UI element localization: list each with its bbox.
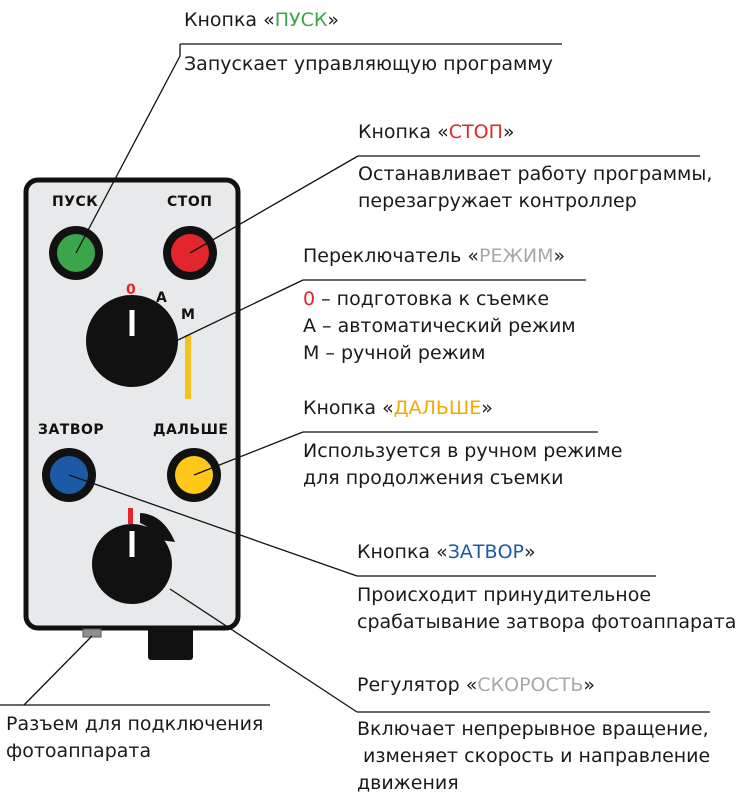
callout-zatvor-name: ЗАТВОР — [447, 541, 524, 563]
callout-rezhim-line1: 0 – подготовка к съемке — [303, 286, 549, 313]
callout-dalshe-prefix: Кнопка « — [303, 397, 394, 419]
callout-skorost-title: Регулятор «СКОРОСТЬ» — [357, 672, 595, 699]
callout-pusk-prefix: Кнопка « — [184, 9, 275, 31]
label-mode-zero: 0 — [126, 282, 137, 298]
callout-zatvor-desc1: Происходит принудительное — [357, 584, 652, 606]
callout-pusk-title: Кнопка «ПУСК» — [184, 7, 339, 34]
mode-manual-indicator-bar — [185, 335, 191, 399]
callout-stop-name: СТОП — [448, 121, 503, 143]
callout-zatvor-title: Кнопка «ЗАТВОР» — [357, 539, 536, 566]
leader-rezhim — [177, 279, 304, 341]
leader-lines — [0, 43, 710, 713]
leader-dalshe — [193, 431, 304, 476]
callout-dalshe-suffix: » — [481, 397, 493, 419]
label-mode-m: М — [181, 307, 196, 323]
label-mode-a: А — [156, 290, 168, 306]
callout-skorost-prefix: Регулятор « — [357, 674, 478, 696]
callout-dalshe-desc1: Используется в ручном режиме — [303, 440, 623, 462]
callout-stop-desc1: Останавливает работу программы, — [358, 163, 713, 185]
callout-razem-desc2: фотоаппарата — [6, 740, 152, 762]
callout-stop-suffix: » — [502, 121, 515, 143]
callout-zatvor-suffix: » — [523, 541, 536, 563]
callout-dalshe-title: Кнопка «ДАЛЬШЕ» — [303, 395, 493, 422]
callout-zatvor-desc2: срабатывание затвора фотоаппарата — [357, 611, 737, 633]
callout-stop-prefix: Кнопка « — [358, 121, 449, 143]
callout-dalshe-name: ДАЛЬШЕ — [393, 397, 482, 419]
cable-plug — [148, 626, 193, 660]
leader-pusk — [75, 44, 181, 254]
callout-rezhim-zero: 0 — [303, 288, 316, 310]
label-stop: СТОП — [167, 194, 213, 210]
leader-stop — [189, 155, 359, 254]
callout-stop-title: Кнопка «СТОП» — [358, 119, 515, 146]
speed-zero-mark — [128, 508, 133, 524]
callout-skorost-suffix: » — [583, 674, 596, 696]
speed-scale-wedge-icon — [140, 513, 175, 542]
callout-rezhim-title: Переключатель «РЕЖИМ» — [303, 243, 565, 270]
label-zatvor: ЗАТВОР — [38, 422, 105, 438]
callout-rezhim-line2: А – автоматический режим — [303, 315, 576, 337]
callout-rezhim-name: РЕЖИМ — [478, 245, 554, 267]
callout-dalshe-desc2: для продолжения съемки — [303, 467, 564, 489]
callout-pusk-suffix: » — [327, 9, 339, 31]
callout-pusk-name: ПУСК — [274, 9, 328, 31]
callout-skorost-desc3: движения — [357, 772, 459, 794]
callout-stop-desc2: перезагружает контроллер — [358, 190, 637, 212]
label-pusk: ПУСК — [52, 194, 99, 210]
callout-zatvor-prefix: Кнопка « — [357, 541, 448, 563]
callout-skorost-desc1: Включает непрерывное вращение, — [357, 718, 709, 740]
leader-razem — [23, 635, 93, 706]
callout-skorost-name: СКОРОСТЬ — [477, 674, 584, 696]
callout-rezhim-suffix: » — [553, 245, 566, 267]
callout-rezhim-line1-rest: – подготовка к съемке — [315, 288, 550, 310]
callout-rezhim-prefix: Переключатель « — [303, 245, 479, 267]
callout-rezhim-line3: М – ручной режим — [303, 342, 486, 364]
leader-skorost — [169, 588, 358, 713]
speed-knob[interactable] — [92, 524, 172, 604]
mode-switch-knob[interactable] — [86, 295, 178, 387]
label-dalshe: ДАЛЬШЕ — [153, 422, 229, 438]
camera-connector — [82, 628, 102, 638]
callout-pusk-desc1: Запускает управляющую программу — [184, 53, 553, 75]
callout-skorost-desc2: изменяет скорость и направление — [357, 745, 711, 767]
leader-zatvor — [68, 474, 358, 577]
callout-razem-desc1: Разъем для подключения — [6, 713, 264, 735]
